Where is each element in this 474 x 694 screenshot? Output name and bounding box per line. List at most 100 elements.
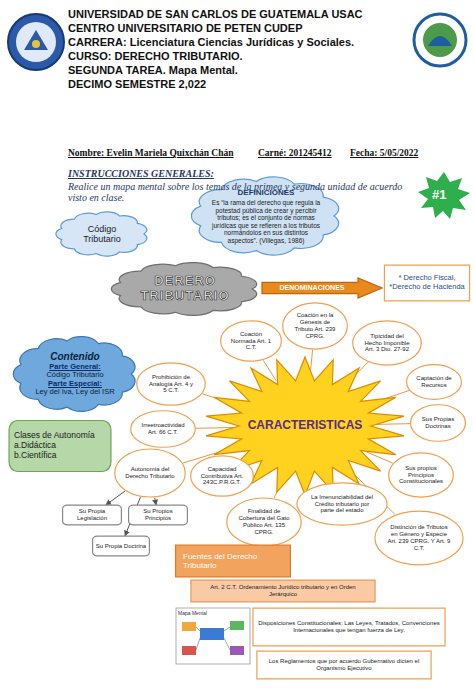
node-shape xyxy=(297,483,387,525)
page-label: CENTRO UNIVERSITARIO DE PETEN CUDEP xyxy=(68,22,303,34)
connector xyxy=(196,427,233,429)
node-text: Captación de Recursos xyxy=(415,375,453,389)
node-text: Su Propia Legislación xyxy=(65,508,119,522)
sources-box: Fuentes del Derecho Tributario xyxy=(175,545,291,577)
node-text: Disposiciones Constitucionales: Las Leye… xyxy=(258,620,440,634)
feature-oval: La Irrenunciabilidad del Crédito tributa… xyxy=(296,482,388,526)
node-text: * Derecho Fiscal, xyxy=(398,274,455,283)
page-label: SEGUNDA TAREA. Mapa Mental. xyxy=(68,64,238,76)
node-text: Irreetroactividad Art. 66 C.T. xyxy=(140,422,186,436)
node-shape xyxy=(262,278,382,298)
node-shape xyxy=(176,545,291,577)
node-text: b.Científica xyxy=(14,451,57,461)
node-shape xyxy=(9,421,111,472)
arrow-banner: DENOMINACIONES xyxy=(262,278,382,298)
node-text: Es “la rama del derecho que regula la po… xyxy=(211,199,321,244)
node-shape xyxy=(129,505,188,525)
node-text: Su Propios Principios xyxy=(131,508,185,522)
node-text: DERERO TRIBUTARIO xyxy=(131,274,239,304)
page-label: #1 xyxy=(432,187,446,202)
page-label: CARRERA: Licenciatura Ciencias Jurídicas… xyxy=(68,36,354,48)
node-text: Ley del Iva, Ley del ISR xyxy=(35,388,114,397)
source-box: Los Reglamentos que por acuerdo Gubernat… xyxy=(256,651,432,679)
feature-oval: Captación de Recursos xyxy=(406,364,462,400)
node-shape xyxy=(93,536,150,556)
connector xyxy=(155,498,156,505)
node-text: CARACTERISTICAS xyxy=(248,419,363,433)
node-text: Tipicidad del Hecho Imponible Art. 3 Dto… xyxy=(363,333,411,354)
node-text: Sus Propias Doctrinas xyxy=(419,416,457,430)
node-text: a.Didáctica xyxy=(14,441,56,451)
page-label: INSTRUCCIONES GENERALES: xyxy=(68,168,214,179)
node-shape xyxy=(13,337,135,412)
feature-oval: Coación Normada Art. 1 C.T. xyxy=(220,320,282,362)
connector xyxy=(377,423,410,425)
autonomy-box: Su Propia Legislación xyxy=(62,505,122,525)
node-text: Autonomía del Derecho Tributario xyxy=(125,466,175,480)
usac-logo xyxy=(8,14,64,70)
page-label: Carné: 201245412 xyxy=(258,148,332,158)
node-text: La Irrenunciabilidad del Crédito tributa… xyxy=(309,494,375,515)
node-shape xyxy=(411,405,466,441)
page-label: Fecha: 5/05/2022 xyxy=(350,148,418,158)
feature-oval: Autonomía del Derecho Tributario xyxy=(114,448,186,498)
page-label: Realice un mapa mental sobre los temas d… xyxy=(68,181,413,203)
node-text: Capacidad Contributiva Art. 243C.P.R.G.T… xyxy=(199,466,245,487)
node-shape xyxy=(131,411,196,447)
feature-oval: Capacidad Contributiva Art. 243C.P.R.G.T… xyxy=(190,455,254,497)
feature-oval: Distinción de Tributos en Género y Espec… xyxy=(374,510,464,566)
topic-cloud: Código Tributario xyxy=(52,208,152,260)
node-text: Coación Normada Art. 1 C.T. xyxy=(230,331,272,352)
node-shape xyxy=(253,608,445,646)
node-text: Código Tributario xyxy=(70,224,134,245)
node-shape xyxy=(56,212,147,256)
node-shape xyxy=(257,651,431,679)
autonomy-box: Su Propia Doctrina xyxy=(92,536,150,556)
node-shape xyxy=(111,263,256,316)
node-text: *Derecho de Hacienda xyxy=(389,283,464,292)
page-label: CURSO: DERECHO TRIBUTARIO. xyxy=(68,50,243,62)
page-label: UNIVERSIDAD DE SAN CARLOS DE GUATEMALA U… xyxy=(68,8,363,20)
node-shape xyxy=(407,365,462,400)
content-cloud: ContenidoParte General:Código Tributario… xyxy=(8,330,142,418)
feature-oval: Irreetroactividad Art. 66 C.T. xyxy=(130,410,196,448)
node-shape xyxy=(221,321,282,361)
node-shape xyxy=(227,498,301,546)
feature-oval: Sus Propias Doctrinas xyxy=(410,404,466,442)
node-text: Sus propios Principios Constitucionales xyxy=(398,465,444,486)
page-label: Nombre: Evelin Mariela Quixchán Chán xyxy=(68,148,234,158)
cudep-logo xyxy=(414,14,466,66)
node-text: Distinción de Tributos en Género y Espec… xyxy=(387,524,451,552)
feature-oval: Prohibición de Analogía Art. 4 y 5 C.T. xyxy=(136,362,206,406)
node-shape xyxy=(283,303,348,349)
feature-oval: Coación en la Génesis de Tributo Art. 23… xyxy=(282,302,348,350)
node-shape xyxy=(115,449,186,497)
node-text: Prohibición de Analogía Art. 4 y 5 C.T. xyxy=(147,374,195,395)
node-text: Código Tributario xyxy=(46,371,103,380)
node-shape xyxy=(63,505,122,525)
mind-map-illustration xyxy=(176,608,250,664)
denomination-box: * Derecho Fiscal,*Derecho de Hacienda xyxy=(384,265,470,301)
node-shape xyxy=(191,456,254,496)
node-shape xyxy=(389,453,454,497)
callout-burst xyxy=(418,172,470,219)
feature-oval: Finalidad de Cobertura del Gato Público … xyxy=(226,497,302,547)
central-cloud: DERERO TRIBUTARIO xyxy=(105,258,265,320)
node-text: Parte Especial: xyxy=(48,380,102,389)
node-text: Art. 2 C.T. Ordenamiento Jurídico tribut… xyxy=(196,584,370,598)
node-text: Finalidad de Cobertura del Gato Público … xyxy=(237,508,291,536)
node-text: Clases de Autonomía xyxy=(14,431,95,441)
page-label: Mapa Mental xyxy=(178,610,207,616)
node-text: DENOMINACIONES xyxy=(280,284,345,292)
source-box: Art. 2 C.T. Ordenamiento Jurídico tribut… xyxy=(190,580,376,602)
node-text: Contenido xyxy=(50,351,99,363)
autonomy-box: Su Propios Principios xyxy=(128,505,188,525)
class-box: Clases de Autonomíaa.Didácticab.Científi… xyxy=(8,420,112,472)
node-text: Fuentes del Derecho Tributario xyxy=(183,552,283,570)
node-text: Los Reglamentos que por acuerdo Gubernat… xyxy=(262,658,426,672)
node-shape xyxy=(375,511,463,565)
node-text: Parte General: xyxy=(49,363,100,372)
node-shape xyxy=(137,363,206,405)
connector xyxy=(106,491,125,505)
feature-oval: Tipicidad del Hecho Imponible Art. 3 Dto… xyxy=(352,320,422,366)
